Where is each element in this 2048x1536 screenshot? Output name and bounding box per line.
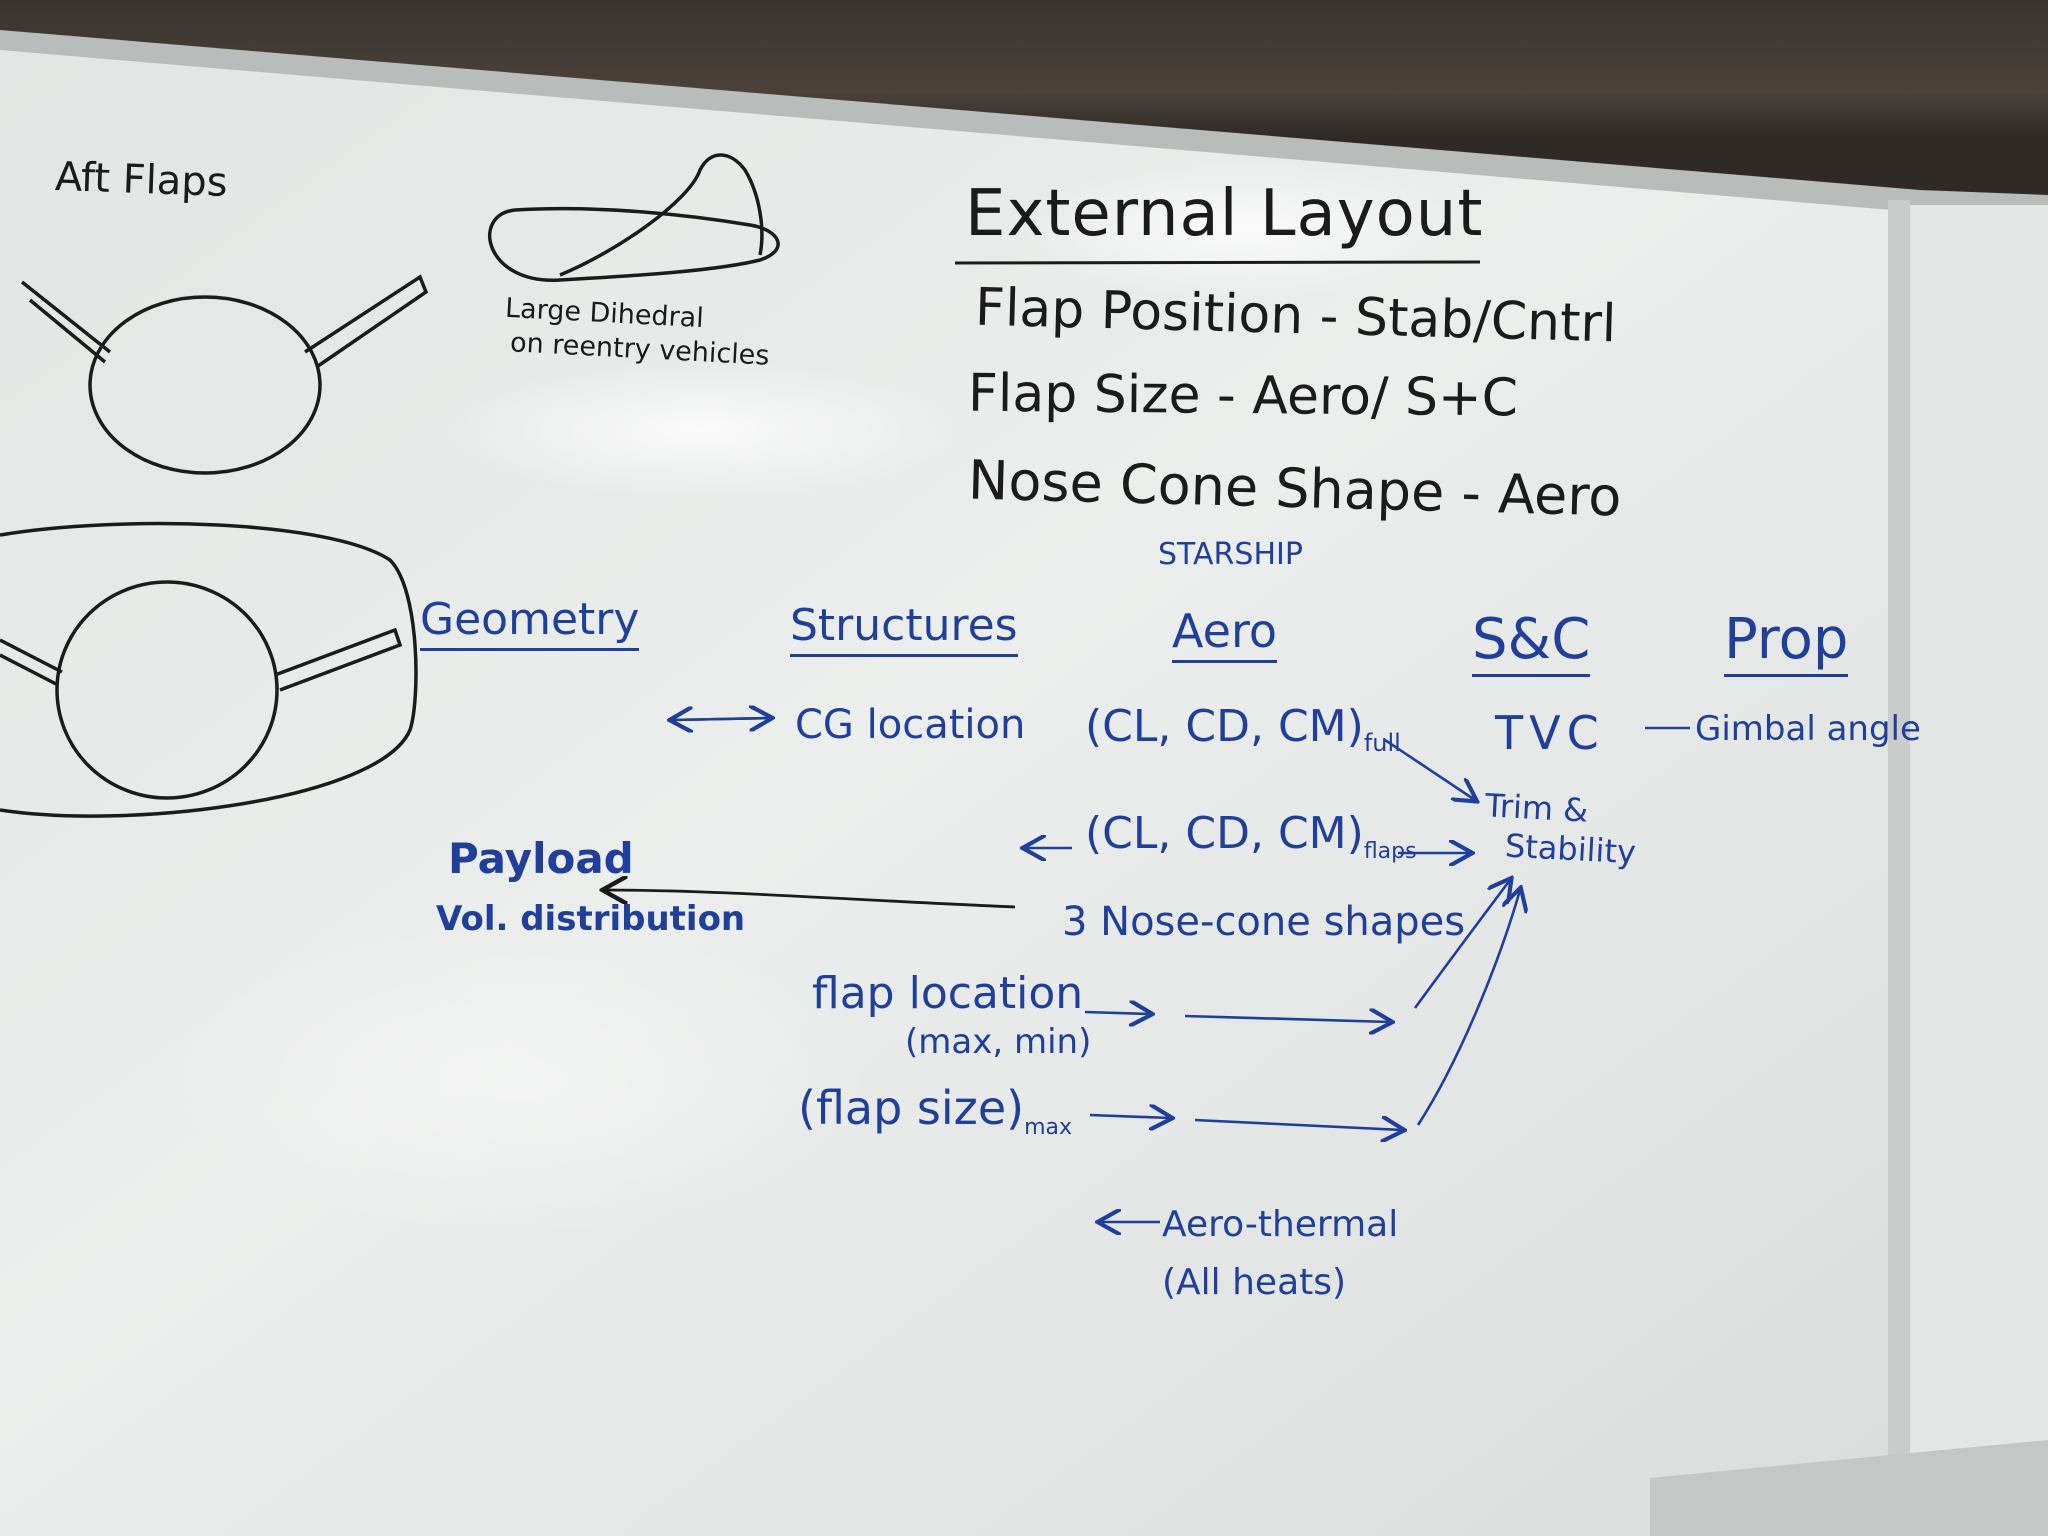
flap-size-to-trim	[1416, 890, 1520, 1126]
whiteboard-surface	[0, 40, 2048, 1536]
marker-tray	[1650, 1440, 2048, 1536]
aft-flaps-sketch	[20, 274, 429, 475]
flap-location-arrow-1	[1084, 1012, 1150, 1014]
full-to-trim-arrow	[1384, 738, 1475, 800]
flap-size-arrow-1	[1089, 1115, 1170, 1118]
aero-thermal-line2: (All heats)	[1162, 1262, 1347, 1303]
starship-note: STARSHIP	[1158, 537, 1303, 572]
flap-size-text: (flap size)	[798, 1081, 1025, 1135]
tvc: TVC	[1495, 706, 1605, 760]
header-structures: Structures	[790, 604, 1018, 657]
header-aero: Aero	[1172, 608, 1278, 663]
nose-cone-shapes: 3 Nose-cone shapes	[1062, 899, 1466, 945]
flap-location-range: (max, min)	[905, 1022, 1092, 1062]
coeff-full-text: (CL, CD, CM)	[1085, 701, 1364, 752]
coeff-flaps: (CL, CD, CM)flaps	[1085, 812, 1417, 863]
external-layout-item-flap-position: Flap Position - Stab/Cntrl	[974, 277, 1618, 355]
payload-line1: Payload	[448, 834, 634, 883]
cross-section-sketch	[0, 521, 418, 818]
flap-size-arrow-2	[1194, 1120, 1402, 1130]
flap-location-to-trim	[1413, 880, 1510, 1009]
payload-arrow	[605, 890, 1016, 909]
aero-thermal-line1: Aero-thermal	[1162, 1204, 1399, 1245]
coeff-flaps-text: (CL, CD, CM)	[1085, 808, 1364, 859]
header-geometry: Geometry	[420, 598, 640, 651]
payload-line2: Vol. distribution	[436, 899, 746, 939]
coeff-flaps-subscript: flaps	[1363, 838, 1417, 864]
flap-location: flap location	[812, 968, 1084, 1019]
dihedral-sketch	[487, 153, 780, 282]
flap-size: (flap size)max	[798, 1085, 1072, 1139]
gimbal-angle: Gimbal angle	[1695, 709, 1921, 749]
cg-location: CG location	[795, 702, 1026, 748]
header-s-and-c: S&C	[1472, 612, 1591, 677]
trim-line2: Stability	[1504, 826, 1637, 872]
panel-seam	[1888, 200, 1910, 1470]
flow-arrows	[672, 718, 1690, 1222]
flap-location-arrow-2	[1184, 1016, 1390, 1022]
flap-size-subscript: max	[1024, 1115, 1073, 1141]
external-layout-title: External Layout	[965, 177, 1484, 251]
external-layout-item-flap-size: Flap Size - Aero/ S+C	[967, 363, 1519, 429]
cg-arrow-left	[672, 718, 771, 720]
whiteboard-top-rail	[0, 30, 2048, 215]
header-prop: Prop	[1724, 612, 1849, 677]
coeff-full: (CL, CD, CM)full	[1085, 705, 1401, 755]
trim-line1: Trim &	[1484, 786, 1590, 830]
aft-flaps-label: Aft Flaps	[54, 154, 229, 206]
external-layout-item-nose-cone: Nose Cone Shape - Aero	[967, 448, 1623, 529]
coeff-full-subscript: full	[1363, 728, 1401, 757]
